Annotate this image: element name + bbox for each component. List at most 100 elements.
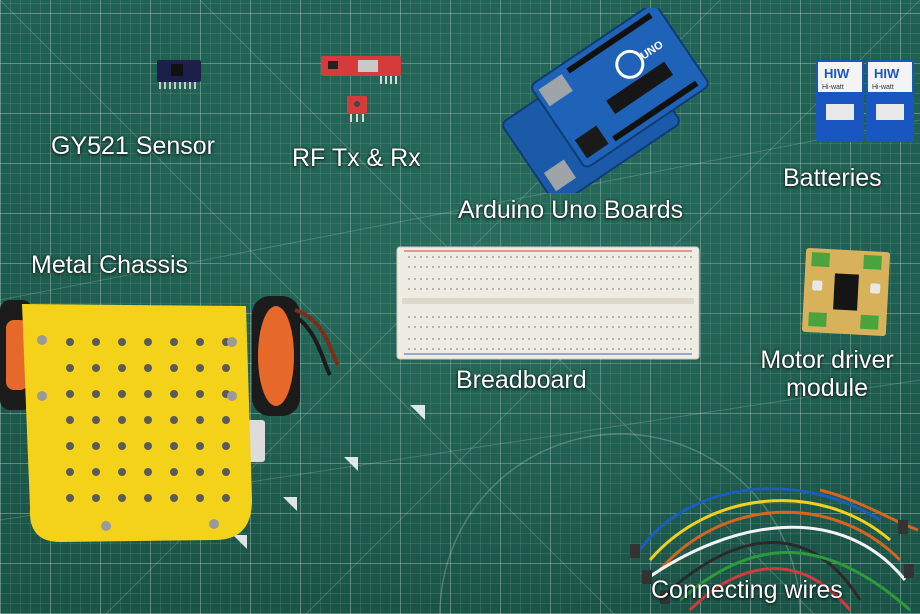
breadboard-hole: [564, 288, 566, 290]
breadboard-hole: [648, 348, 650, 350]
breadboard-hole: [576, 326, 578, 328]
breadboard-label: Breadboard: [456, 366, 587, 394]
breadboard-hole: [558, 316, 560, 318]
rf-module-boards: [321, 56, 401, 122]
breadboard-hole: [588, 288, 590, 290]
chassis-hole: [92, 468, 100, 476]
breadboard-hole: [474, 278, 476, 280]
breadboard-hole: [570, 278, 572, 280]
breadboard-hole: [528, 348, 530, 350]
chassis-hole: [222, 364, 230, 372]
breadboard-hole: [516, 288, 518, 290]
breadboard-hole: [570, 266, 572, 268]
breadboard-hole: [498, 348, 500, 350]
breadboard-hole: [474, 288, 476, 290]
rf-tx-rx-label: RF Tx & Rx: [292, 144, 421, 172]
breadboard-hole: [444, 316, 446, 318]
breadboard-hole: [558, 326, 560, 328]
breadboard-hole: [528, 278, 530, 280]
chassis-hole: [92, 494, 100, 502]
breadboard-hole: [438, 316, 440, 318]
breadboard-hole: [426, 288, 428, 290]
breadboard-hole: [576, 316, 578, 318]
breadboard-hole: [630, 256, 632, 258]
chassis-hole: [196, 468, 204, 476]
breadboard-hole: [672, 266, 674, 268]
breadboard-hole: [492, 256, 494, 258]
breadboard-hole: [564, 338, 566, 340]
batteries: HIW HIW Hi-watt Hi-watt: [816, 60, 914, 142]
breadboard-hole: [534, 338, 536, 340]
chassis-hole: [92, 416, 100, 424]
breadboard-hole: [654, 288, 656, 290]
breadboard-hole: [534, 266, 536, 268]
breadboard-hole: [690, 326, 692, 328]
breadboard-hole: [672, 348, 674, 350]
breadboard-hole: [600, 266, 602, 268]
chassis-hole: [118, 338, 126, 346]
breadboard-hole: [576, 338, 578, 340]
breadboard-hole: [636, 316, 638, 318]
breadboard-hole: [468, 278, 470, 280]
breadboard-hole: [648, 338, 650, 340]
breadboard-hole: [558, 278, 560, 280]
breadboard-hole: [600, 316, 602, 318]
breadboard-hole: [528, 266, 530, 268]
breadboard-hole: [624, 288, 626, 290]
chassis-hole: [66, 416, 74, 424]
breadboard-hole: [558, 256, 560, 258]
breadboard-hole: [612, 338, 614, 340]
breadboard-hole: [444, 278, 446, 280]
breadboard-hole: [414, 316, 416, 318]
breadboard-hole: [654, 338, 656, 340]
breadboard-hole: [480, 266, 482, 268]
chassis-hole: [170, 442, 178, 450]
breadboard-hole: [678, 256, 680, 258]
breadboard-hole: [636, 266, 638, 268]
breadboard-hole: [612, 256, 614, 258]
breadboard-hole: [462, 256, 464, 258]
breadboard-hole: [510, 278, 512, 280]
breadboard-hole: [576, 266, 578, 268]
breadboard-hole: [654, 256, 656, 258]
breadboard-hole: [420, 256, 422, 258]
breadboard-hole: [534, 326, 536, 328]
breadboard-hole: [552, 278, 554, 280]
chassis-hole: [144, 364, 152, 372]
breadboard-hole: [600, 326, 602, 328]
breadboard-hole: [510, 256, 512, 258]
breadboard-hole: [510, 326, 512, 328]
breadboard-hole: [600, 348, 602, 350]
breadboard-hole: [564, 256, 566, 258]
breadboard-hole: [522, 326, 524, 328]
breadboard-hole: [552, 316, 554, 318]
breadboard-hole: [684, 256, 686, 258]
chassis-hole: [170, 468, 178, 476]
breadboard-hole: [426, 316, 428, 318]
breadboard-hole: [504, 256, 506, 258]
breadboard-hole: [480, 278, 482, 280]
breadboard-hole: [426, 256, 428, 258]
breadboard-hole: [636, 256, 638, 258]
breadboard-hole: [522, 338, 524, 340]
breadboard-hole: [546, 326, 548, 328]
chassis-hole: [222, 442, 230, 450]
chassis-hole: [170, 494, 178, 502]
breadboard-hole: [480, 256, 482, 258]
breadboard-hole: [492, 326, 494, 328]
breadboard-hole: [558, 338, 560, 340]
chassis-hole: [222, 468, 230, 476]
breadboard-hole: [606, 338, 608, 340]
chassis-hole: [196, 416, 204, 424]
breadboard-hole: [624, 348, 626, 350]
breadboard-hole: [618, 326, 620, 328]
breadboard-hole: [486, 278, 488, 280]
breadboard-hole: [408, 348, 410, 350]
breadboard-hole: [624, 266, 626, 268]
breadboard-hole: [660, 326, 662, 328]
breadboard-hole: [546, 348, 548, 350]
breadboard-hole: [684, 278, 686, 280]
breadboard-hole: [432, 288, 434, 290]
breadboard-hole: [420, 326, 422, 328]
breadboard-hole: [414, 348, 416, 350]
